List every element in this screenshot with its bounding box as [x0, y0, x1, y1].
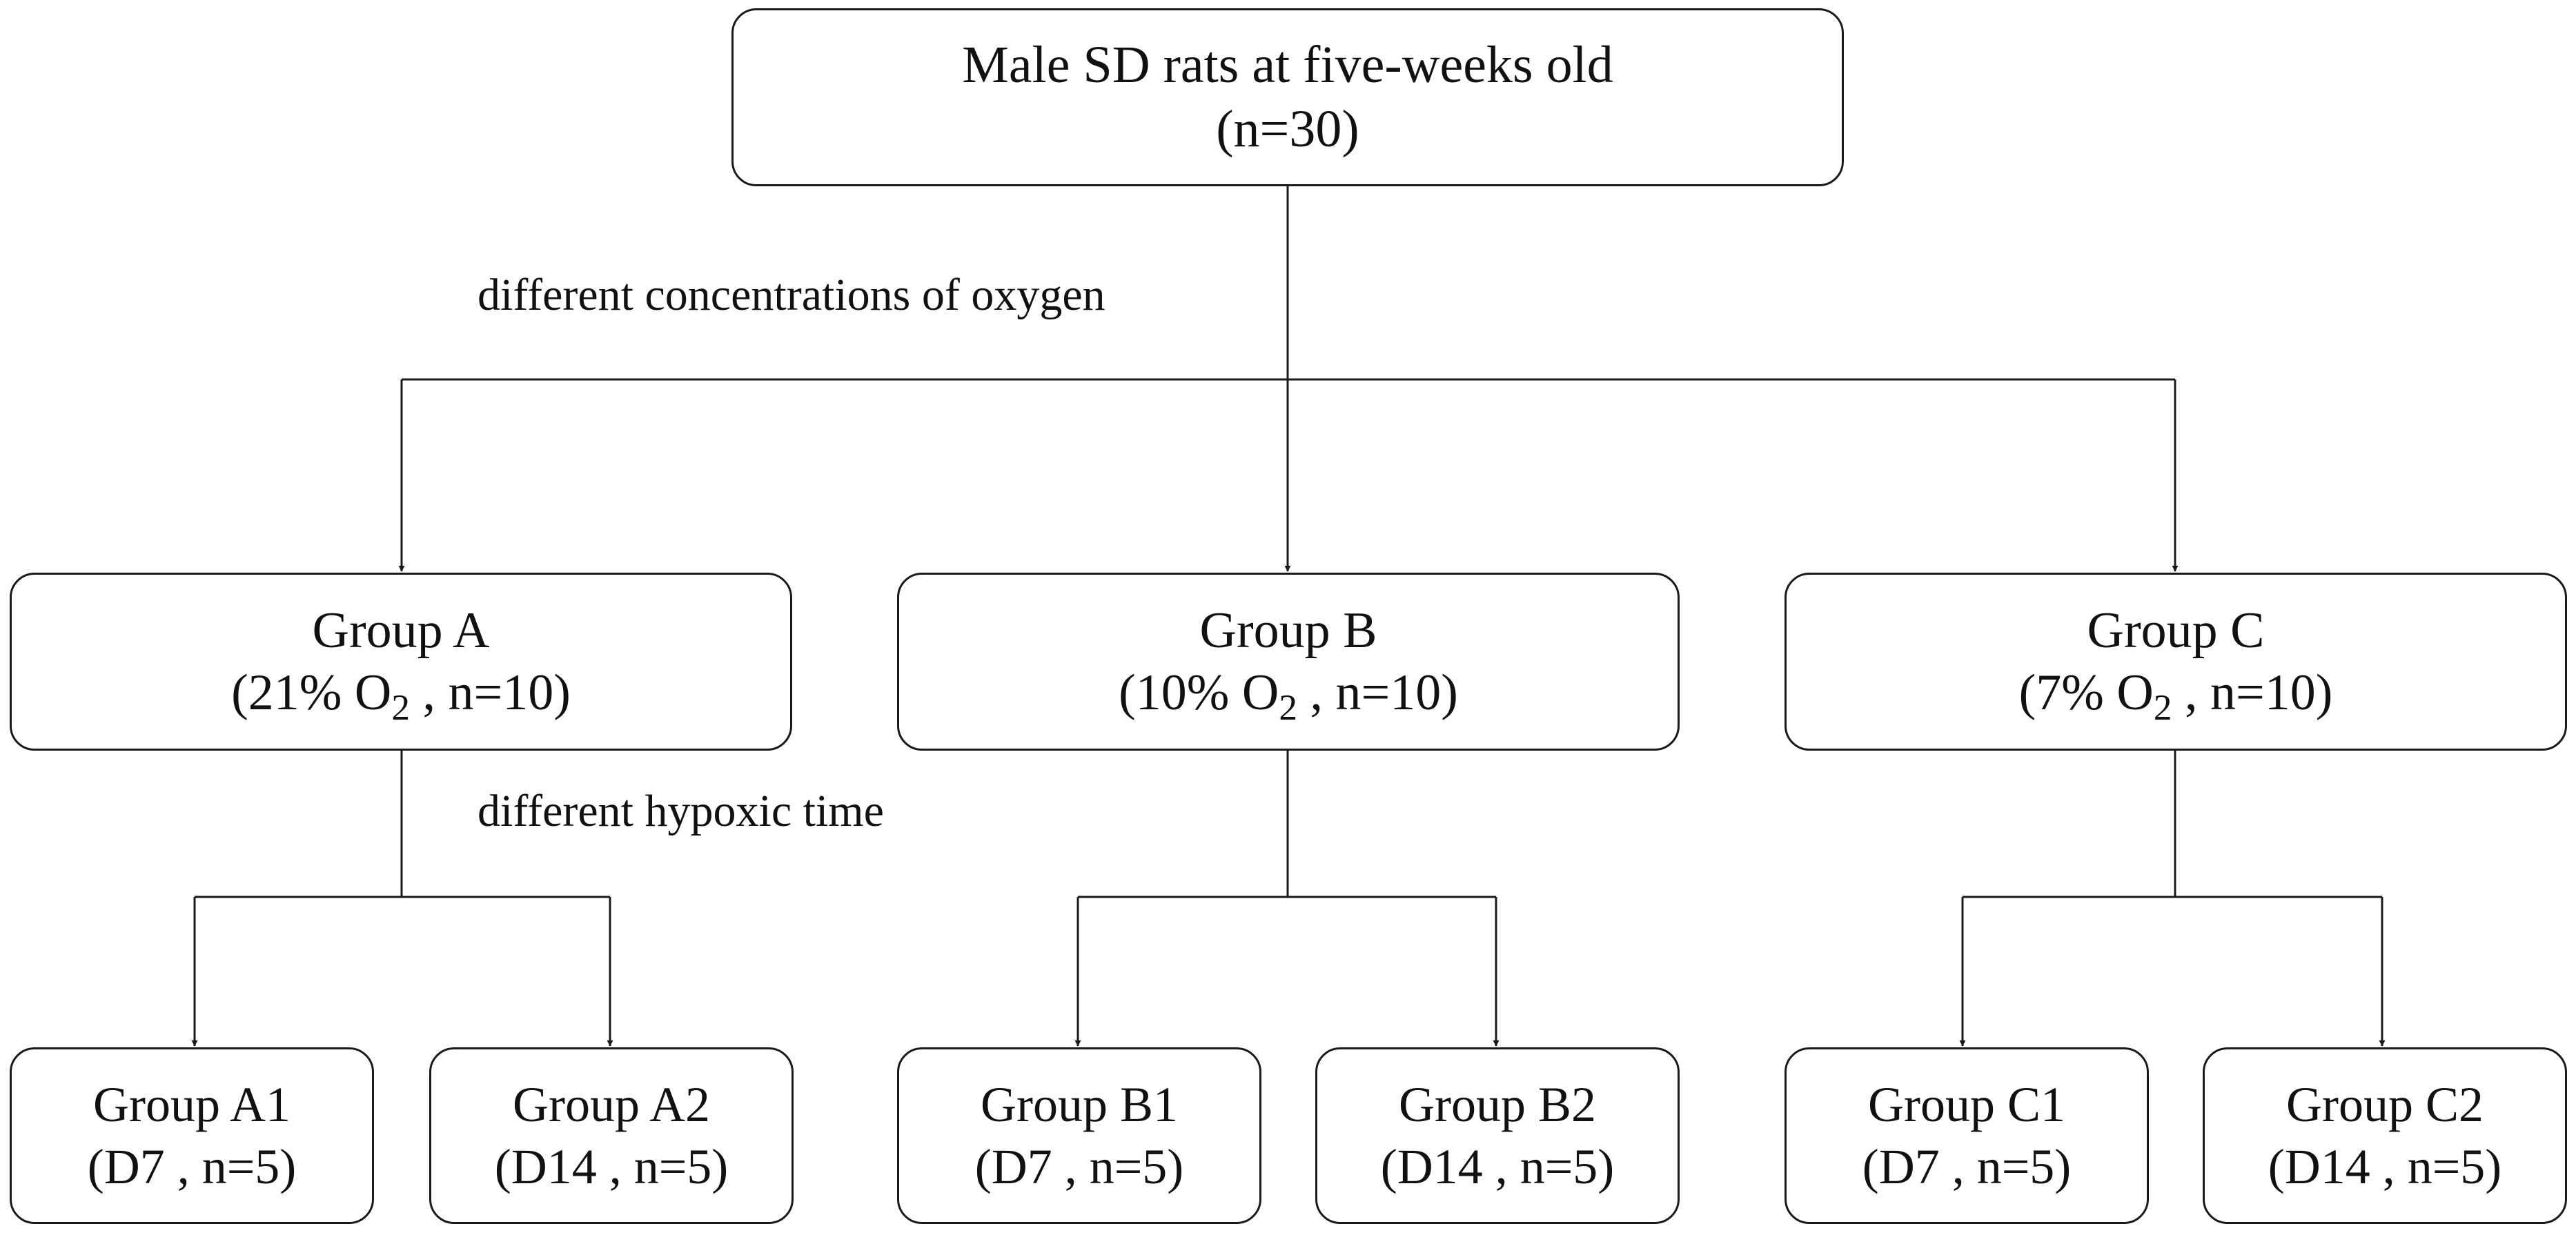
group-c1-detail: (D7 , n=5) — [1862, 1139, 2072, 1194]
group-a2-detail: (D14 , n=5) — [494, 1139, 729, 1194]
group-b-name: Group B — [1199, 602, 1377, 659]
group-b-box: Group B (10% O2 , n=10) — [897, 573, 1680, 751]
group-a2-name: Group A2 — [513, 1077, 710, 1132]
edge-label-time: different hypoxic time — [478, 786, 884, 836]
group-c2-name: Group C2 — [2286, 1077, 2484, 1132]
group-c1-box: Group C1 (D7 , n=5) — [1784, 1047, 2149, 1224]
group-b2-detail: (D14 , n=5) — [1380, 1139, 1615, 1194]
group-c-name: Group C — [2087, 602, 2265, 659]
root-title: Male SD rats at five-weeks old — [962, 36, 1613, 95]
group-c2-box: Group C2 (D14 , n=5) — [2203, 1047, 2567, 1224]
group-a1-name: Group A1 — [93, 1077, 291, 1132]
group-b2-box: Group B2 (D14 , n=5) — [1315, 1047, 1680, 1224]
group-c2-detail: (D14 , n=5) — [2268, 1139, 2502, 1194]
group-c1-name: Group C1 — [1868, 1077, 2065, 1132]
group-b-condition: (10% O2 , n=10) — [1119, 664, 1458, 728]
group-b2-name: Group B2 — [1399, 1077, 1596, 1132]
group-a1-detail: (D7 , n=5) — [87, 1139, 297, 1194]
group-c-condition: (7% O2 , n=10) — [2018, 664, 2333, 728]
group-a-box: Group A (21% O2 , n=10) — [10, 573, 792, 751]
root-count: (n=30) — [1216, 100, 1359, 158]
group-c-box: Group C (7% O2 , n=10) — [1784, 573, 2567, 751]
group-b1-box: Group B1 (D7 , n=5) — [897, 1047, 1261, 1224]
group-b1-detail: (D7 , n=5) — [974, 1139, 1184, 1194]
edge-label-oxygen: different concentrations of oxygen — [478, 270, 1105, 320]
group-a-condition: (21% O2 , n=10) — [231, 664, 571, 728]
group-b1-name: Group B1 — [981, 1077, 1178, 1132]
group-a2-box: Group A2 (D14 , n=5) — [429, 1047, 794, 1224]
group-a1-box: Group A1 (D7 , n=5) — [10, 1047, 374, 1224]
root-box: Male SD rats at five-weeks old (n=30) — [731, 8, 1844, 186]
group-a-name: Group A — [312, 602, 490, 659]
